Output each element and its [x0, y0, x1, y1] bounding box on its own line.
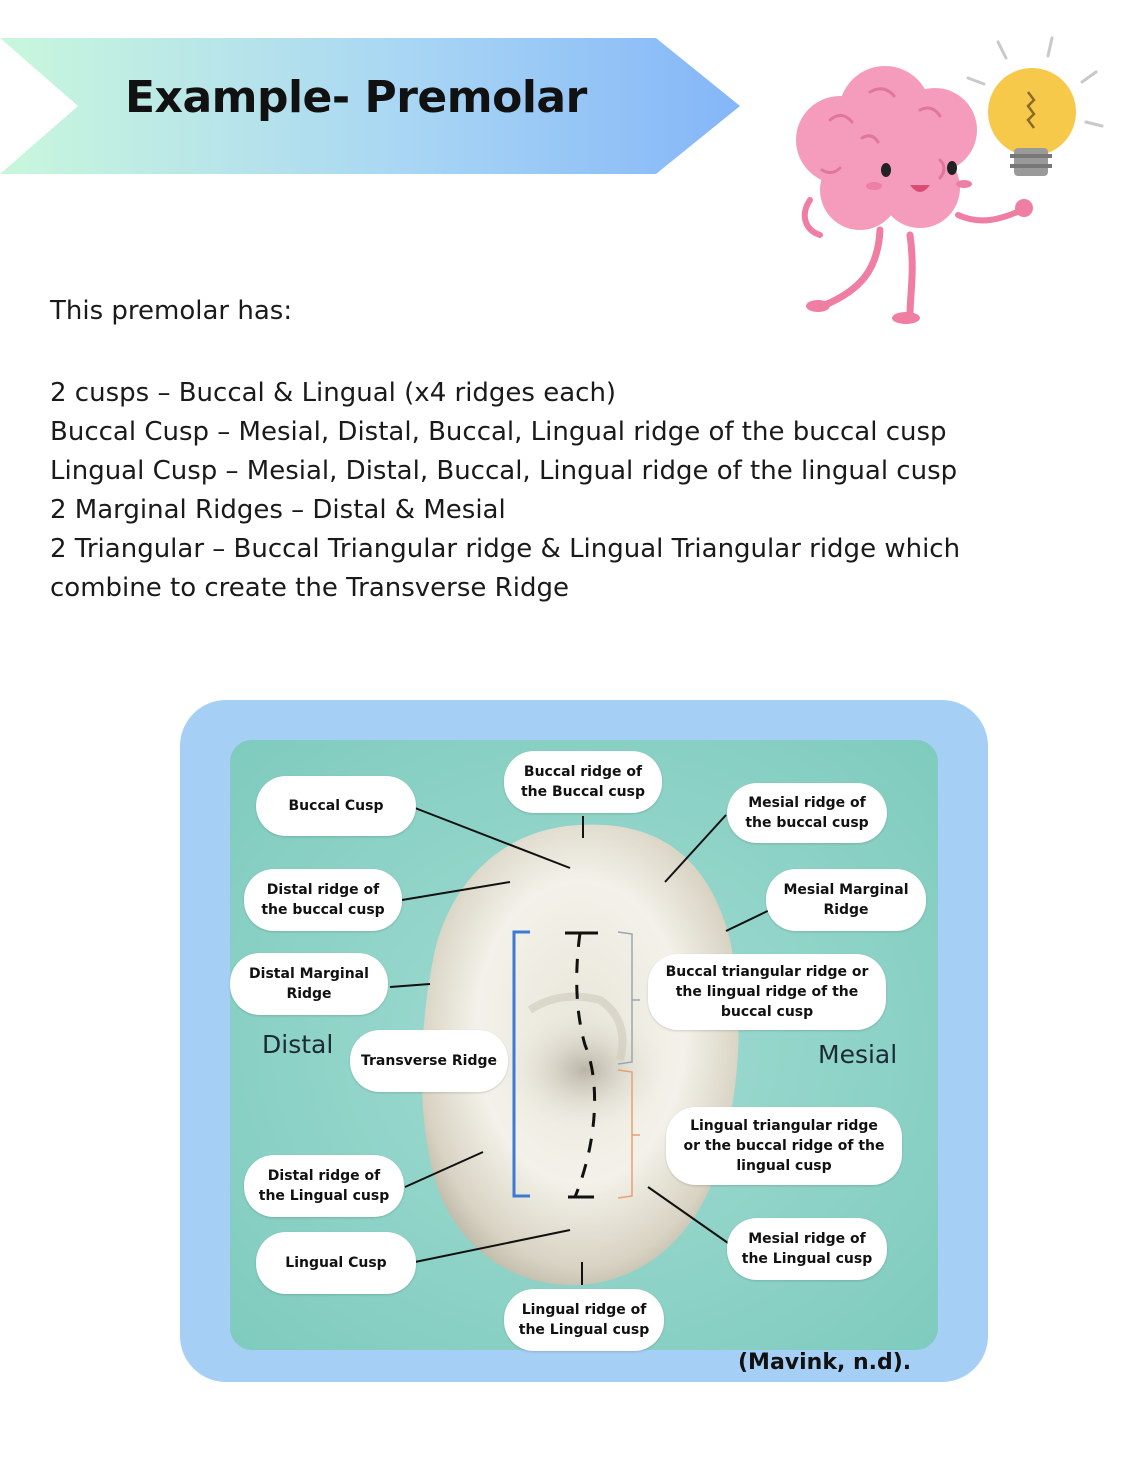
- lingual-triangular-bracket: [617, 1069, 640, 1199]
- brain-mascot-icon: [796, 36, 1104, 324]
- mesial-label: Mesial: [818, 1040, 898, 1069]
- transverse-bracket: [512, 930, 530, 1198]
- intro-text: This premolar has:: [50, 296, 293, 326]
- distal-label: Distal: [262, 1030, 334, 1059]
- label-mesial-ridge-buccal-cusp: Mesial ridge of the buccal cusp: [727, 783, 887, 843]
- list-item: Buccal Cusp – Mesial, Distal, Buccal, Li…: [50, 417, 947, 447]
- lightbulb-icon: [988, 68, 1076, 176]
- label-mesial-marginal-ridge: Mesial Marginal Ridge: [766, 869, 926, 931]
- label-lingual-triangular-ridge: Lingual triangular ridge or the buccal r…: [666, 1107, 902, 1185]
- list-item: combine to create the Transverse Ridge: [50, 573, 569, 603]
- label-transverse-ridge: Transverse Ridge: [350, 1030, 508, 1092]
- buccal-triangular-bracket: [617, 931, 640, 1065]
- label-distal-ridge-lingual-cusp: Distal ridge of the Lingual cusp: [244, 1155, 404, 1217]
- list-item: Lingual Cusp – Mesial, Distal, Buccal, L…: [50, 456, 958, 486]
- premolar-diagram: [389, 807, 779, 1286]
- label-distal-marginal-ridge: Distal Marginal Ridge: [230, 953, 388, 1015]
- title-banner: [0, 38, 740, 174]
- label-buccal-cusp: Buccal Cusp: [256, 776, 416, 836]
- label-mesial-ridge-lingual-cusp: Mesial ridge of the Lingual cusp: [727, 1218, 887, 1280]
- list-item: 2 Triangular – Buccal Triangular ridge &…: [50, 534, 961, 564]
- ridge-list: 2 cusps – Buccal & Lingual (x4 ridges ea…: [50, 374, 1110, 608]
- list-item: 2 cusps – Buccal & Lingual (x4 ridges ea…: [50, 378, 617, 408]
- label-lingual-cusp: Lingual Cusp: [256, 1232, 416, 1294]
- banner-arrow-shape: [0, 38, 740, 174]
- label-buccal-triangular-ridge: Buccal triangular ridge or the lingual r…: [648, 954, 886, 1030]
- label-lingual-ridge-lingual-cusp: Lingual ridge of the Lingual cusp: [504, 1289, 664, 1351]
- lightbulb-rays: [966, 36, 1104, 128]
- citation: (Mavink, n.d).: [738, 1350, 912, 1375]
- list-item: 2 Marginal Ridges – Distal & Mesial: [50, 495, 506, 525]
- page-title: Example- Premolar: [125, 72, 587, 123]
- label-distal-ridge-buccal-cusp: Distal ridge of the buccal cusp: [244, 869, 402, 931]
- label-buccal-ridge-buccal-cusp: Buccal ridge of the Buccal cusp: [504, 751, 662, 813]
